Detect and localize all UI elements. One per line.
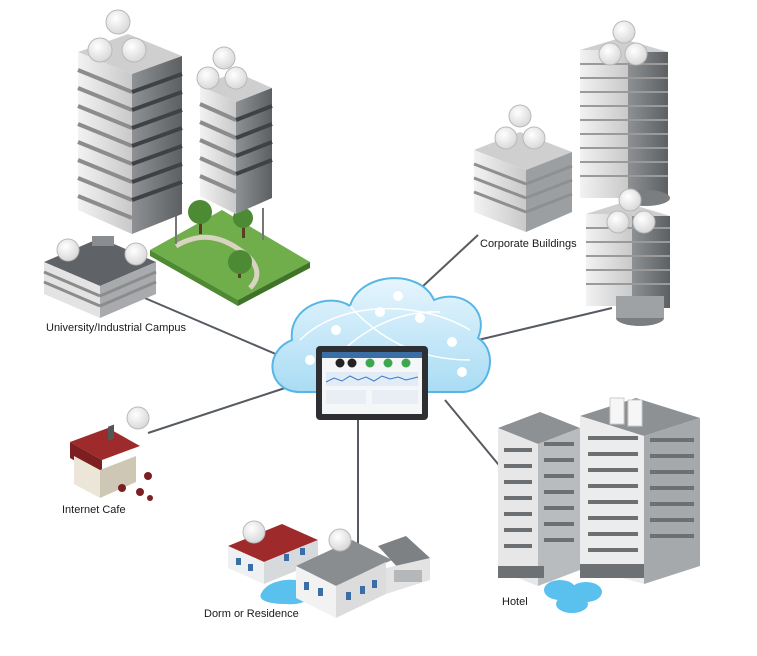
access-point-icons-corporate [494,20,656,234]
network-links [139,234,613,548]
link-campus [139,295,286,359]
house-icon [228,524,430,618]
access-point-icons-cafe [126,406,150,430]
label-hotel: Hotel [502,596,528,608]
cafe-building-icon [70,424,153,501]
label-corporate: Corporate Buildings [480,238,577,250]
link-cafe [147,387,286,434]
access-point-icons-campus [56,9,248,266]
pool-shape [544,580,602,613]
hotel-building-icon [498,397,700,613]
office-tower-icon [473,38,670,326]
access-point-icons-dorm [242,520,352,552]
link-hotel [444,399,504,471]
park-path [174,234,260,290]
label-campus: University/Industrial Campus [46,322,186,334]
hotel-windows [504,436,694,552]
label-dorm: Dorm or Residence [204,608,299,620]
cafe-seating-icons [118,472,153,501]
campus-building-icon [43,34,310,318]
park-lawn [150,210,310,300]
link-corporate-lower [477,307,613,341]
cloud-controller-icon [271,277,491,420]
label-cafe: Internet Cafe [62,504,126,516]
